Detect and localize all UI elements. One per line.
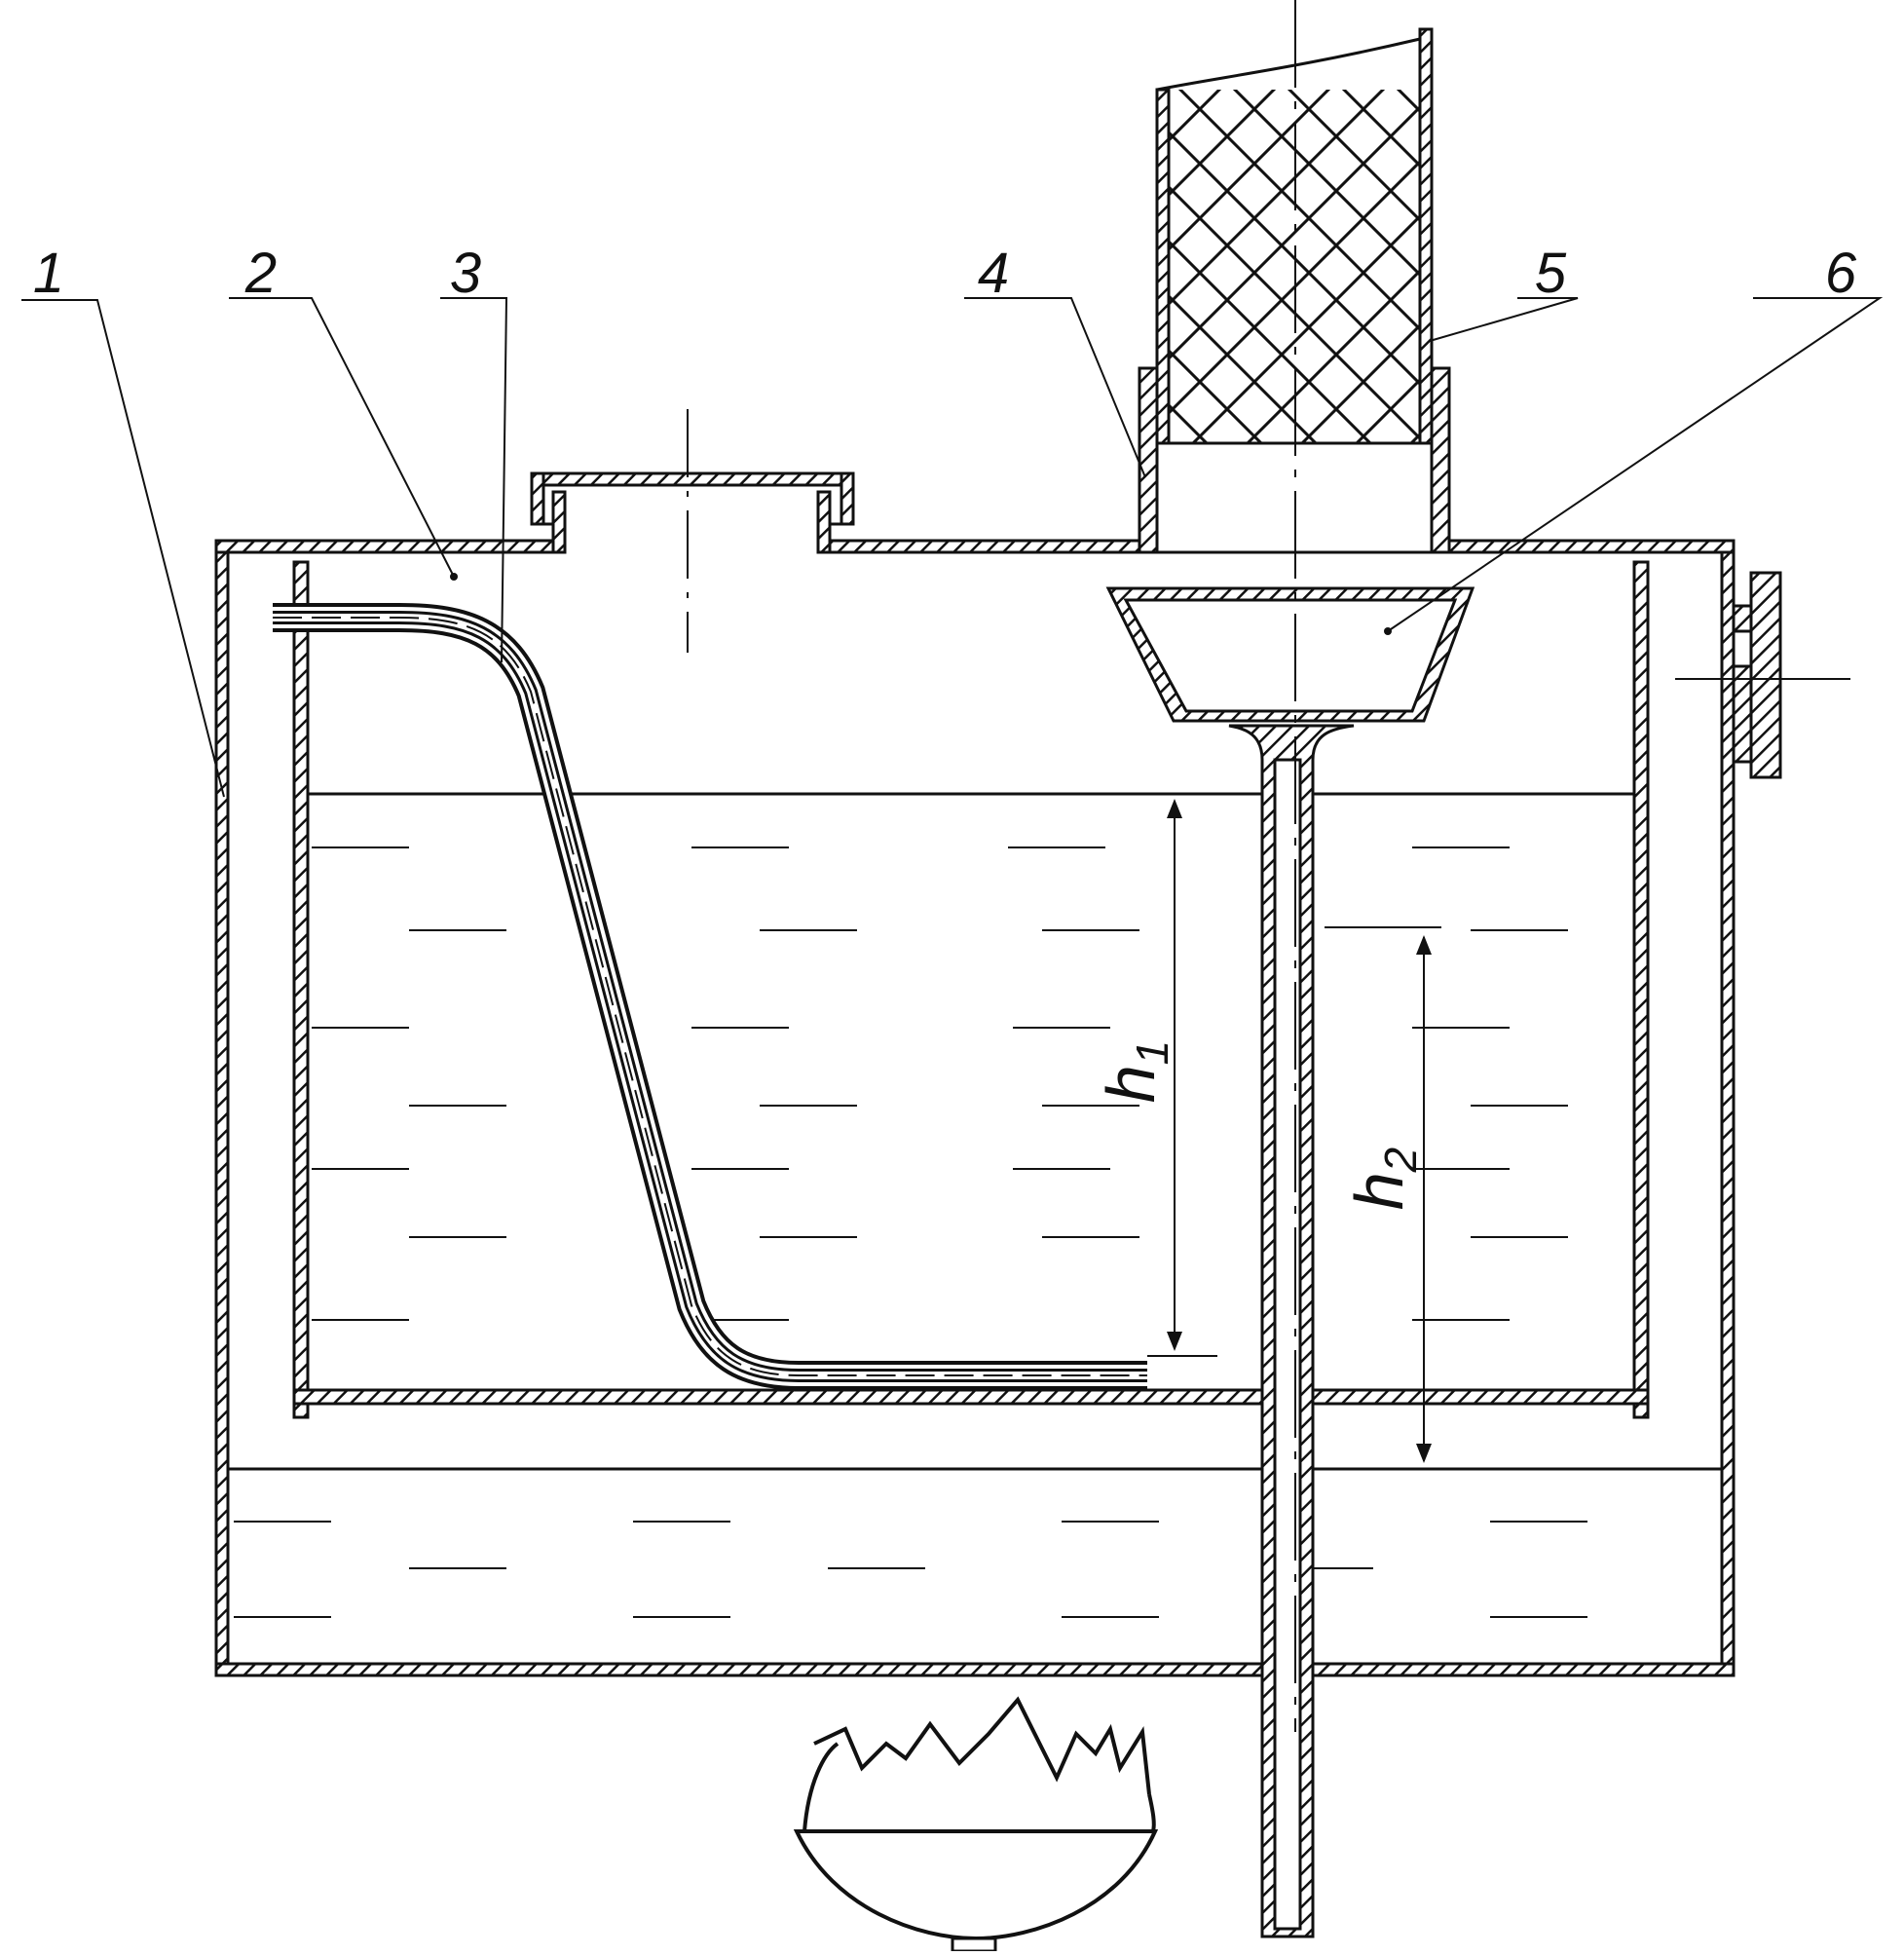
h1-label: h1	[1093, 1040, 1177, 1104]
inner-vessel	[294, 562, 1648, 1417]
label-3: 3	[450, 242, 481, 305]
label-6: 6	[1825, 242, 1857, 305]
leader-dot-6	[1384, 627, 1392, 635]
leader-dot-2	[450, 573, 458, 581]
label-4: 4	[978, 242, 1009, 305]
h2-label: h2	[1341, 1147, 1426, 1211]
label-5: 5	[1535, 242, 1567, 305]
stem-tube	[1229, 726, 1354, 1937]
filler-cap	[532, 473, 853, 552]
flame-burner-icon	[797, 1700, 1155, 1951]
label-1: 1	[33, 242, 64, 305]
side-fitting	[1675, 573, 1850, 777]
outer-vessel	[216, 541, 1734, 1675]
siphon-tube	[273, 618, 1147, 1375]
liquid-dashes	[234, 847, 1587, 1617]
label-2: 2	[244, 242, 277, 305]
funnel	[1108, 588, 1473, 721]
